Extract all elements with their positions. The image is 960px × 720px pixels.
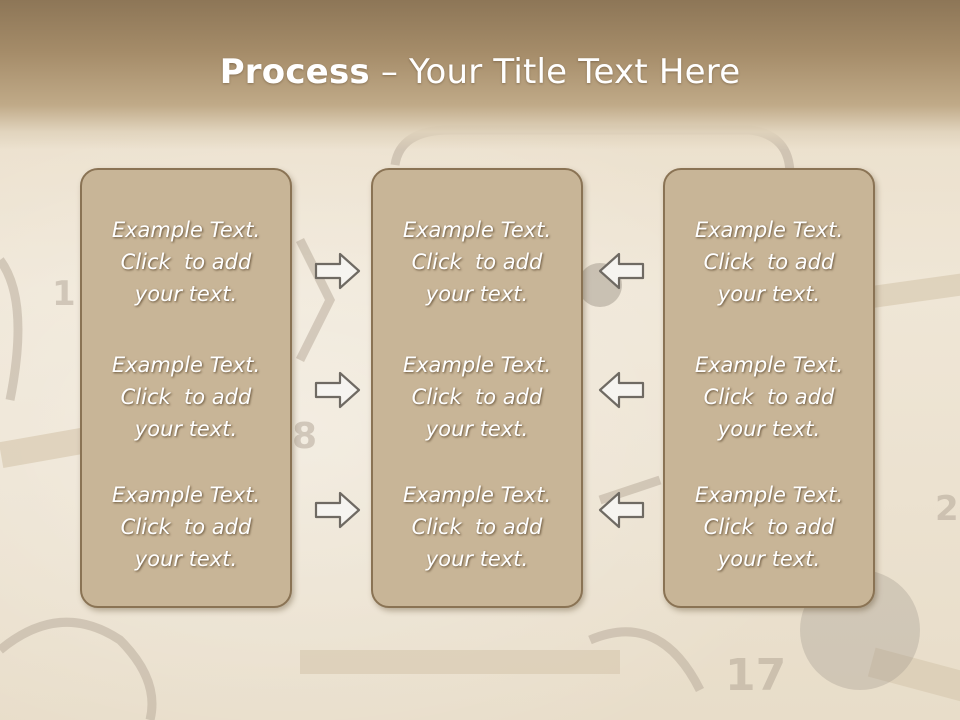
text-line: Click to add [411, 515, 543, 539]
text-line: your text. [425, 282, 529, 306]
title-bold: Process [219, 52, 370, 92]
text-line: your text. [134, 282, 238, 306]
text-line: your text. [717, 417, 821, 441]
left-arrow-icon [598, 371, 645, 409]
text-line: Example Text. [694, 353, 844, 377]
text-line: Click to add [703, 385, 835, 409]
left-arrow-icon [598, 491, 645, 529]
text-block[interactable]: Example Text. Click to add your text. [373, 479, 581, 575]
text-block[interactable]: Example Text. Click to add your text. [82, 214, 290, 310]
left-arrow-icon [598, 252, 645, 290]
svg-text:1: 1 [52, 274, 76, 314]
text-block[interactable]: Example Text. Click to add your text. [373, 214, 581, 310]
text-line: Click to add [703, 250, 835, 274]
text-line: Click to add [120, 250, 252, 274]
text-block[interactable]: Example Text. Click to add your text. [665, 214, 873, 310]
text-line: Click to add [411, 250, 543, 274]
svg-text:17: 17 [725, 650, 786, 701]
text-line: Click to add [411, 385, 543, 409]
svg-text:2: 2 [935, 489, 959, 529]
text-line: Example Text. [402, 483, 552, 507]
text-block[interactable]: Example Text. Click to add your text. [373, 349, 581, 445]
text-line: your text. [134, 417, 238, 441]
svg-text:8: 8 [292, 416, 317, 457]
text-line: your text. [717, 547, 821, 571]
text-line: your text. [717, 282, 821, 306]
text-line: Click to add [120, 385, 252, 409]
process-box-right[interactable]: Example Text. Click to add your text. Ex… [663, 168, 875, 608]
text-line: Click to add [703, 515, 835, 539]
text-line: Click to add [120, 515, 252, 539]
text-block[interactable]: Example Text. Click to add your text. [82, 349, 290, 445]
right-arrow-icon [314, 491, 361, 529]
process-box-center[interactable]: Example Text. Click to add your text. Ex… [371, 168, 583, 608]
right-arrow-icon [314, 252, 361, 290]
text-block[interactable]: Example Text. Click to add your text. [665, 479, 873, 575]
title-rest: – Your Title Text Here [369, 52, 741, 92]
text-line: Example Text. [402, 218, 552, 242]
process-box-left[interactable]: Example Text. Click to add your text. Ex… [80, 168, 292, 608]
text-line: your text. [134, 547, 238, 571]
text-line: Example Text. [111, 353, 261, 377]
text-line: Example Text. [402, 353, 552, 377]
text-block[interactable]: Example Text. Click to add your text. [665, 349, 873, 445]
right-arrow-icon [314, 371, 361, 409]
text-line: Example Text. [694, 218, 844, 242]
text-line: your text. [425, 417, 529, 441]
slide-title[interactable]: Process – Your Title Text Here [0, 52, 960, 92]
text-block[interactable]: Example Text. Click to add your text. [82, 479, 290, 575]
text-line: Example Text. [111, 483, 261, 507]
text-line: Example Text. [111, 218, 261, 242]
title-bar [0, 0, 960, 150]
text-line: Example Text. [694, 483, 844, 507]
text-line: your text. [425, 547, 529, 571]
